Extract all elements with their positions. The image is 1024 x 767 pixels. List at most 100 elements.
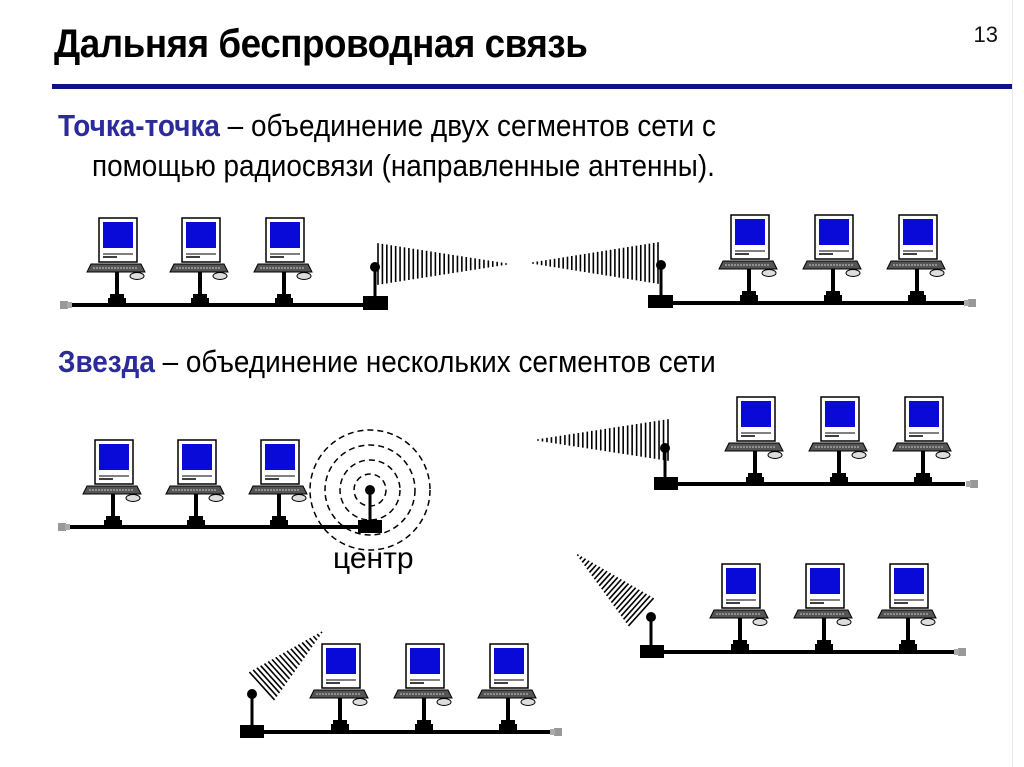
beam-stripe (596, 570, 608, 584)
beam-stripe (312, 635, 318, 641)
computer (169, 217, 229, 307)
beam-stripe (615, 587, 637, 610)
center-label: центр (333, 542, 414, 575)
beam-stripe (278, 654, 296, 673)
beam-stripe (293, 646, 306, 659)
omni-antenna-icon (365, 485, 375, 495)
segment-p2p-left (60, 217, 507, 310)
beam-stripe (603, 576, 619, 594)
beam-stripe (316, 633, 321, 638)
beam-stripe (271, 658, 291, 680)
beam-stripe (627, 597, 655, 627)
terminator (966, 480, 978, 488)
beam-stripe (610, 582, 630, 604)
star-term: Звезда (58, 344, 155, 379)
page-number: 13 (973, 22, 998, 47)
computer (86, 217, 146, 307)
radio-bridge (654, 477, 678, 490)
signal-beam-up-right (248, 631, 323, 701)
computer (477, 643, 537, 733)
beam-stripe (613, 585, 633, 607)
terminator (964, 299, 976, 307)
beam-stripe (267, 660, 288, 683)
computer (724, 396, 784, 486)
beam-stripe (256, 667, 281, 694)
segment-star-bottom-right (576, 553, 966, 658)
segment-star-center (58, 429, 431, 551)
computer (165, 439, 225, 529)
beam-stripe (625, 595, 651, 624)
beam-stripe (579, 556, 583, 560)
segment-p2p-right (532, 214, 976, 308)
beam-stripe (601, 574, 615, 590)
terminator (58, 523, 70, 531)
segment-star-top-right (537, 396, 978, 490)
beam-stripe (252, 669, 278, 697)
terminator (60, 301, 72, 309)
beam-stripe (586, 562, 594, 570)
signal-beam-left (532, 242, 659, 284)
segment-star-bottom-center (240, 631, 562, 738)
p2p-definition-line1: Точка-точка – объединение двух сегментов… (58, 108, 716, 144)
beam-stripe (282, 652, 298, 669)
p2p-definition-text: – объединение двух сегментов сети с (219, 108, 716, 143)
p2p-definition-line2: помощью радиосвязи (направленные антенны… (92, 148, 715, 183)
radio-bridge (640, 645, 664, 658)
beam-stripe (591, 566, 601, 577)
radio-bridge (363, 296, 388, 310)
slide-title: Дальняя беспроводная связь (54, 22, 588, 66)
computer (709, 563, 769, 653)
computer (793, 563, 853, 653)
beam-stripe (593, 568, 605, 580)
radio-waves (309, 429, 431, 551)
beam-stripe (598, 572, 612, 587)
computer (877, 563, 937, 653)
computer (248, 439, 308, 529)
terminator (954, 648, 966, 656)
computer (802, 214, 862, 304)
beam-stripe (297, 644, 308, 655)
star-definition-text: – объединение нескольких сегментов сети (154, 344, 716, 379)
computer (309, 643, 369, 733)
signal-beam-left (537, 419, 669, 461)
beam-stripe (608, 580, 626, 600)
signal-beam-up-left (576, 553, 655, 627)
computer (808, 396, 868, 486)
beam-stripe (263, 663, 286, 687)
radio-bridge (240, 725, 264, 738)
slide-border (1012, 0, 1013, 767)
beam-stripe (260, 665, 283, 690)
beam-stripe (618, 589, 640, 614)
beam-stripe (290, 648, 303, 662)
antenna-icon (646, 612, 656, 622)
beam-stripe (605, 578, 622, 597)
radio-bridge (648, 295, 673, 308)
computer (892, 396, 952, 486)
beam-stripe (576, 553, 579, 557)
beam-stripe (581, 558, 587, 563)
beam-stripe (248, 671, 276, 701)
computer (253, 217, 313, 307)
terminator (550, 728, 562, 736)
signal-beam-right (377, 243, 507, 285)
beam-stripe (286, 650, 301, 666)
p2p-term: Точка-точка (58, 108, 220, 143)
beam-stripe (305, 639, 313, 648)
beam-stripe (320, 631, 323, 634)
beam-stripe (588, 564, 597, 573)
computer (718, 214, 778, 304)
radio-bridge (358, 520, 382, 533)
beam-stripe (622, 593, 648, 620)
beam-stripe (275, 656, 293, 676)
antenna-icon (247, 689, 257, 699)
beam-stripe (309, 637, 316, 645)
beam-stripe (301, 641, 311, 652)
beam-stripe (620, 591, 644, 617)
computer (393, 643, 453, 733)
computer (82, 439, 142, 529)
beam-stripe (584, 560, 590, 567)
title-underline (52, 84, 1012, 89)
computer (886, 214, 946, 304)
star-definition: Звезда – объединение нескольких сегменто… (58, 344, 716, 380)
